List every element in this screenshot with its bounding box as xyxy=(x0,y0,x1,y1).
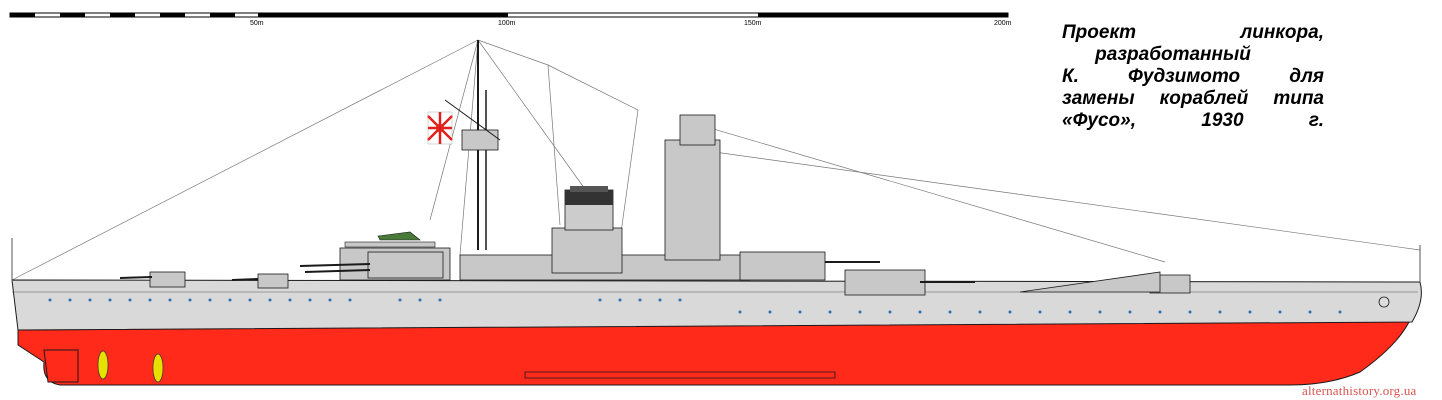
foremast xyxy=(444,40,501,250)
scale-label-50m: 50m xyxy=(250,20,264,27)
scale-label-100m: 100m xyxy=(498,20,516,27)
hull-lower xyxy=(17,319,1411,386)
main-guns xyxy=(119,261,975,283)
title-line-3: К. Фудзимото для xyxy=(1062,66,1324,87)
watermark: alternathistory.org.ua xyxy=(1302,383,1417,398)
scale-bar xyxy=(9,12,1009,18)
funnel xyxy=(565,186,613,205)
bow-crest xyxy=(1378,296,1390,308)
hull-rudder xyxy=(43,349,79,383)
title-line-5: «Фусо», 1930 г. xyxy=(1062,110,1324,131)
title-line-1: Проект линкора, xyxy=(1062,22,1324,43)
bilge-keel xyxy=(524,371,836,379)
scale-label-150m: 150m xyxy=(744,20,762,27)
title-block: Проект линкора, разработанный К. Фудзимо… xyxy=(1062,22,1324,132)
portholes xyxy=(48,298,1342,314)
floatplane xyxy=(344,231,436,248)
title-line-2: разработанный xyxy=(1095,44,1251,65)
superstructure xyxy=(149,114,1191,296)
scale-label-200m: 200m xyxy=(994,20,1012,27)
hull-upper xyxy=(11,279,1422,331)
title-line-4: замены кораблей типа xyxy=(1062,88,1324,109)
rising-sun-ensign xyxy=(427,111,453,145)
propellers xyxy=(97,350,164,383)
